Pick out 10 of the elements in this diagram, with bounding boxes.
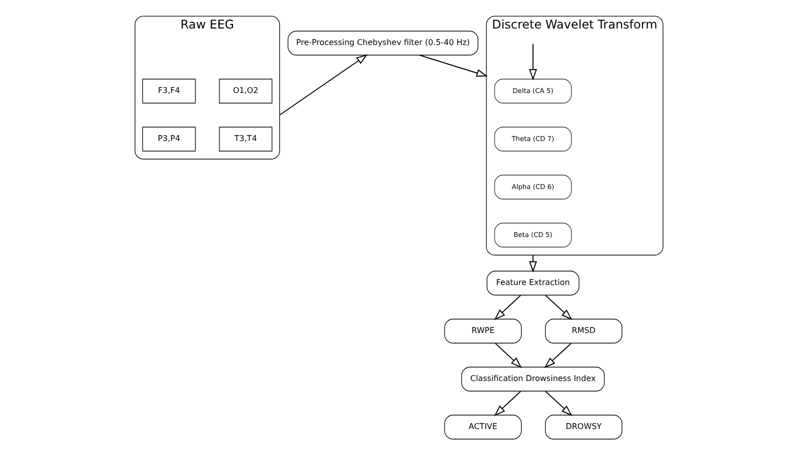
arrow	[529, 43, 537, 80]
arrow	[544, 342, 572, 368]
arrow	[545, 390, 572, 416]
arrow	[419, 54, 488, 77]
arrow	[279, 54, 368, 116]
arrow	[494, 294, 522, 320]
arrow	[494, 390, 522, 416]
arrow	[494, 342, 522, 368]
arrow	[545, 294, 572, 320]
arrow	[529, 254, 537, 273]
